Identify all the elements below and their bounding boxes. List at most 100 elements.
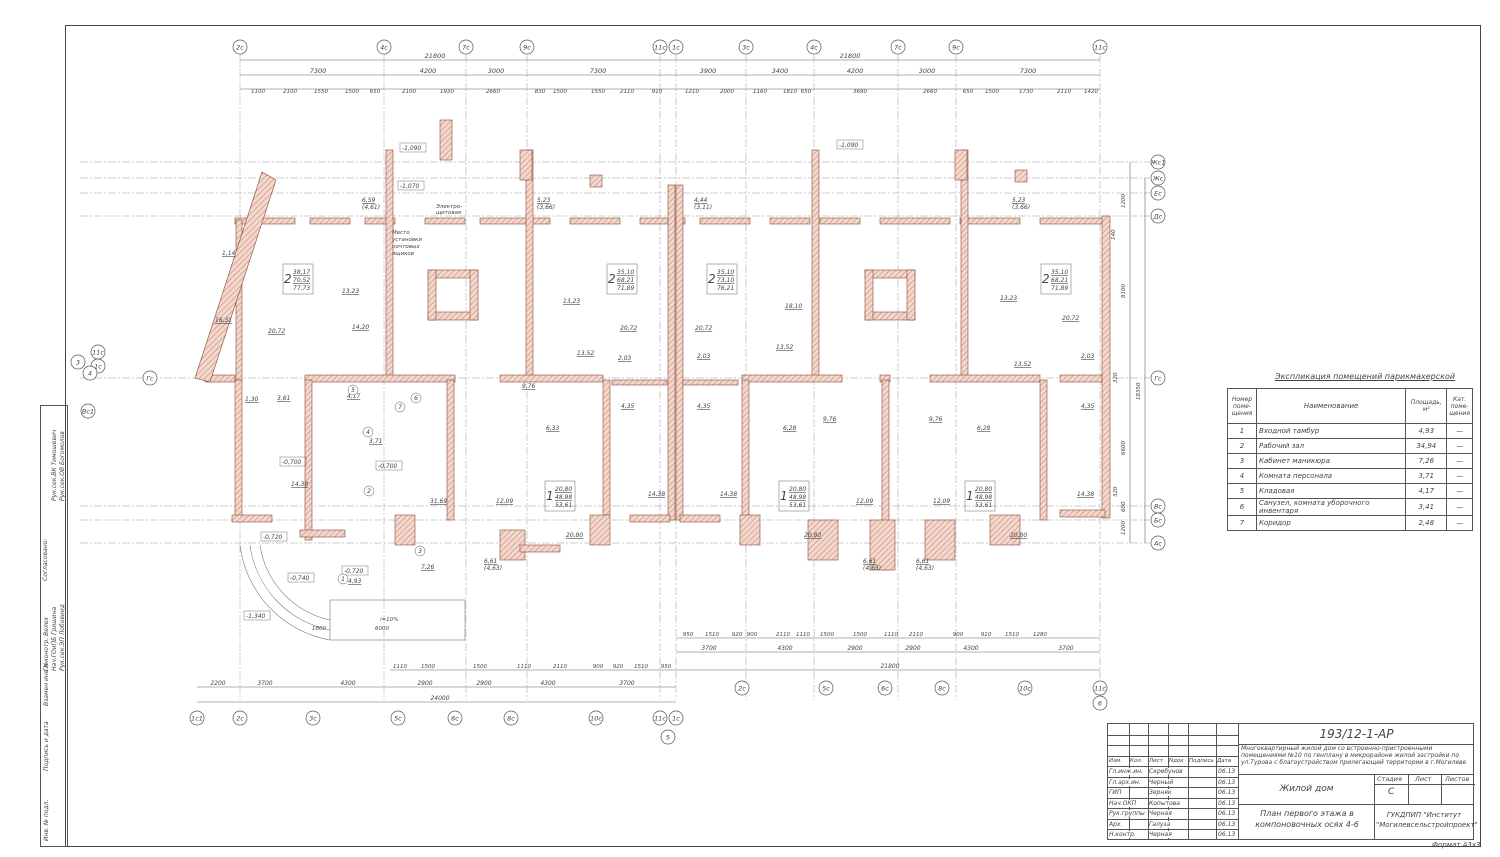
signature-column-header: Кол. bbox=[1130, 757, 1143, 764]
sheets-label: Листов bbox=[1445, 775, 1470, 783]
axis-label-bottom-bubble bbox=[818, 680, 834, 696]
dimension-value: 920 bbox=[732, 632, 743, 638]
wall bbox=[675, 184, 684, 521]
loggia-area: 4,44 bbox=[694, 197, 708, 204]
dimension-value: 1280 bbox=[1033, 632, 1047, 638]
signature-column-header: Подпись bbox=[1189, 757, 1214, 764]
loggia-area: 6,59 bbox=[362, 197, 376, 204]
apartment-area-with-loggia: 71,89 bbox=[1051, 285, 1068, 292]
axis-label-top: 4с bbox=[380, 44, 388, 52]
axis-label-top: 7с bbox=[462, 44, 470, 52]
level-mark-box bbox=[375, 460, 403, 471]
loggia-area: (4,63) bbox=[484, 565, 502, 572]
apartment-area-with-loggia: 77,73 bbox=[293, 285, 310, 292]
entrance-ramp bbox=[329, 599, 466, 641]
dimension-value: 2110 bbox=[776, 632, 790, 638]
dimension-value: 4300 bbox=[777, 645, 792, 652]
axis-label-bottom-bubble bbox=[877, 680, 893, 696]
dimension-value: 1500 bbox=[345, 89, 359, 95]
dimension-value: 1810 bbox=[783, 89, 797, 95]
axis-label-right-bubble bbox=[1150, 535, 1166, 551]
wall bbox=[819, 217, 861, 225]
dimension-value: 140 bbox=[1111, 229, 1117, 240]
dimension-value: 4200 bbox=[420, 67, 437, 75]
apartment-total-area: 73,10 bbox=[717, 277, 734, 284]
dimension-value: 7300 bbox=[590, 67, 607, 75]
signature-column-header: Лист bbox=[1149, 757, 1163, 764]
dimension-value: 1730 bbox=[1019, 89, 1033, 95]
axis-label-top: 11с bbox=[1094, 44, 1106, 52]
wall bbox=[424, 217, 466, 225]
apartment-area-with-loggia: 53,61 bbox=[555, 502, 572, 509]
loggia-area: 6,61 bbox=[863, 558, 876, 565]
signer-role: Нач.ОКП bbox=[1109, 799, 1137, 807]
loggia-area: (4,63) bbox=[863, 565, 881, 572]
signer-name: Черная bbox=[1149, 831, 1172, 838]
dimension-value: 6600 bbox=[1121, 441, 1127, 455]
axis-label-top: 11с bbox=[654, 44, 666, 52]
room-area: 3,41 bbox=[1405, 498, 1448, 516]
axis-label-bottom-bubble bbox=[652, 710, 668, 726]
dimension-value: 2000 bbox=[720, 89, 734, 95]
room-area: 16,31 bbox=[215, 317, 232, 324]
apartment-area-with-loggia: 71,89 bbox=[617, 285, 634, 292]
axis-label-left: 11с bbox=[92, 349, 104, 357]
room-area: 14,38 bbox=[720, 491, 737, 498]
dimension-value: 1550 bbox=[591, 89, 605, 95]
room-area: 14,38 bbox=[291, 481, 308, 488]
level-mark: -0,700 bbox=[378, 463, 398, 470]
signature-column-header: Дата bbox=[1217, 757, 1232, 764]
wall bbox=[1059, 374, 1103, 383]
dimension-value: 21800 bbox=[840, 52, 861, 60]
drawing-note: i=10% bbox=[380, 617, 398, 623]
apartment-total-area: 70,52 bbox=[293, 277, 310, 284]
axis-label-bottom: 2с bbox=[236, 715, 244, 723]
axis-label-bottom-bubble bbox=[447, 710, 463, 726]
dimension-value: 1200 bbox=[1121, 521, 1127, 535]
room-area: 13,23 bbox=[563, 298, 580, 305]
col-header-area: Площадь, м² bbox=[1405, 388, 1448, 424]
col-header-category: Кат. поме- щения bbox=[1446, 388, 1473, 424]
building-name: Жилой дом bbox=[1279, 784, 1334, 794]
signature-date: 06.13 bbox=[1218, 789, 1236, 796]
room-area: 3,71 bbox=[1405, 468, 1448, 484]
apartment-total-area: 68,21 bbox=[1051, 277, 1068, 284]
signature-column-header: Изм. bbox=[1109, 757, 1122, 764]
dimension-value: 1420 bbox=[1084, 89, 1098, 95]
axis-label-top-bubble bbox=[458, 39, 474, 55]
level-mark-box bbox=[287, 572, 315, 583]
angled-wing-wall bbox=[194, 171, 277, 383]
room-area: 2,03 bbox=[618, 355, 632, 362]
level-mark: -1,090 bbox=[839, 142, 859, 149]
room-area: 34,94 bbox=[1405, 438, 1448, 454]
axis-label-right-bubble bbox=[1150, 185, 1166, 201]
room-category: — bbox=[1446, 483, 1473, 499]
axis-label-left: 3 bbox=[76, 359, 80, 367]
dimension-value: 320 bbox=[1113, 486, 1119, 497]
room-name: Входной тамбур bbox=[1255, 423, 1407, 439]
axis-label-right: Дс bbox=[1153, 213, 1163, 221]
axis-label-top-bubble bbox=[890, 39, 906, 55]
wall bbox=[446, 379, 455, 521]
dimension-value: 900 bbox=[747, 632, 758, 638]
axis-label-bottom-bubble bbox=[934, 680, 950, 696]
dimension-value: 950 bbox=[661, 664, 672, 670]
axis-label-right-bubble bbox=[1150, 154, 1166, 170]
apartment-living-area: 20,80 bbox=[555, 486, 572, 493]
room-number: 1 bbox=[1227, 423, 1257, 439]
col-header-number: Номер поме- щения bbox=[1227, 388, 1257, 424]
wall bbox=[469, 269, 479, 321]
dimension-value: 2660 bbox=[923, 89, 937, 95]
dimension-value: 1500 bbox=[820, 632, 834, 638]
apartment-living-area: 20,80 bbox=[975, 486, 992, 493]
wall bbox=[479, 217, 551, 225]
wall bbox=[309, 217, 351, 225]
dimension-value: 1100 bbox=[251, 89, 265, 95]
dimension-value: 900 bbox=[593, 664, 604, 670]
axis-label-left: 4 bbox=[88, 370, 92, 378]
axis-label-bottom: 11с bbox=[654, 715, 666, 723]
wall bbox=[519, 544, 561, 553]
stamp-agreed: Согласовано: bbox=[42, 538, 49, 581]
